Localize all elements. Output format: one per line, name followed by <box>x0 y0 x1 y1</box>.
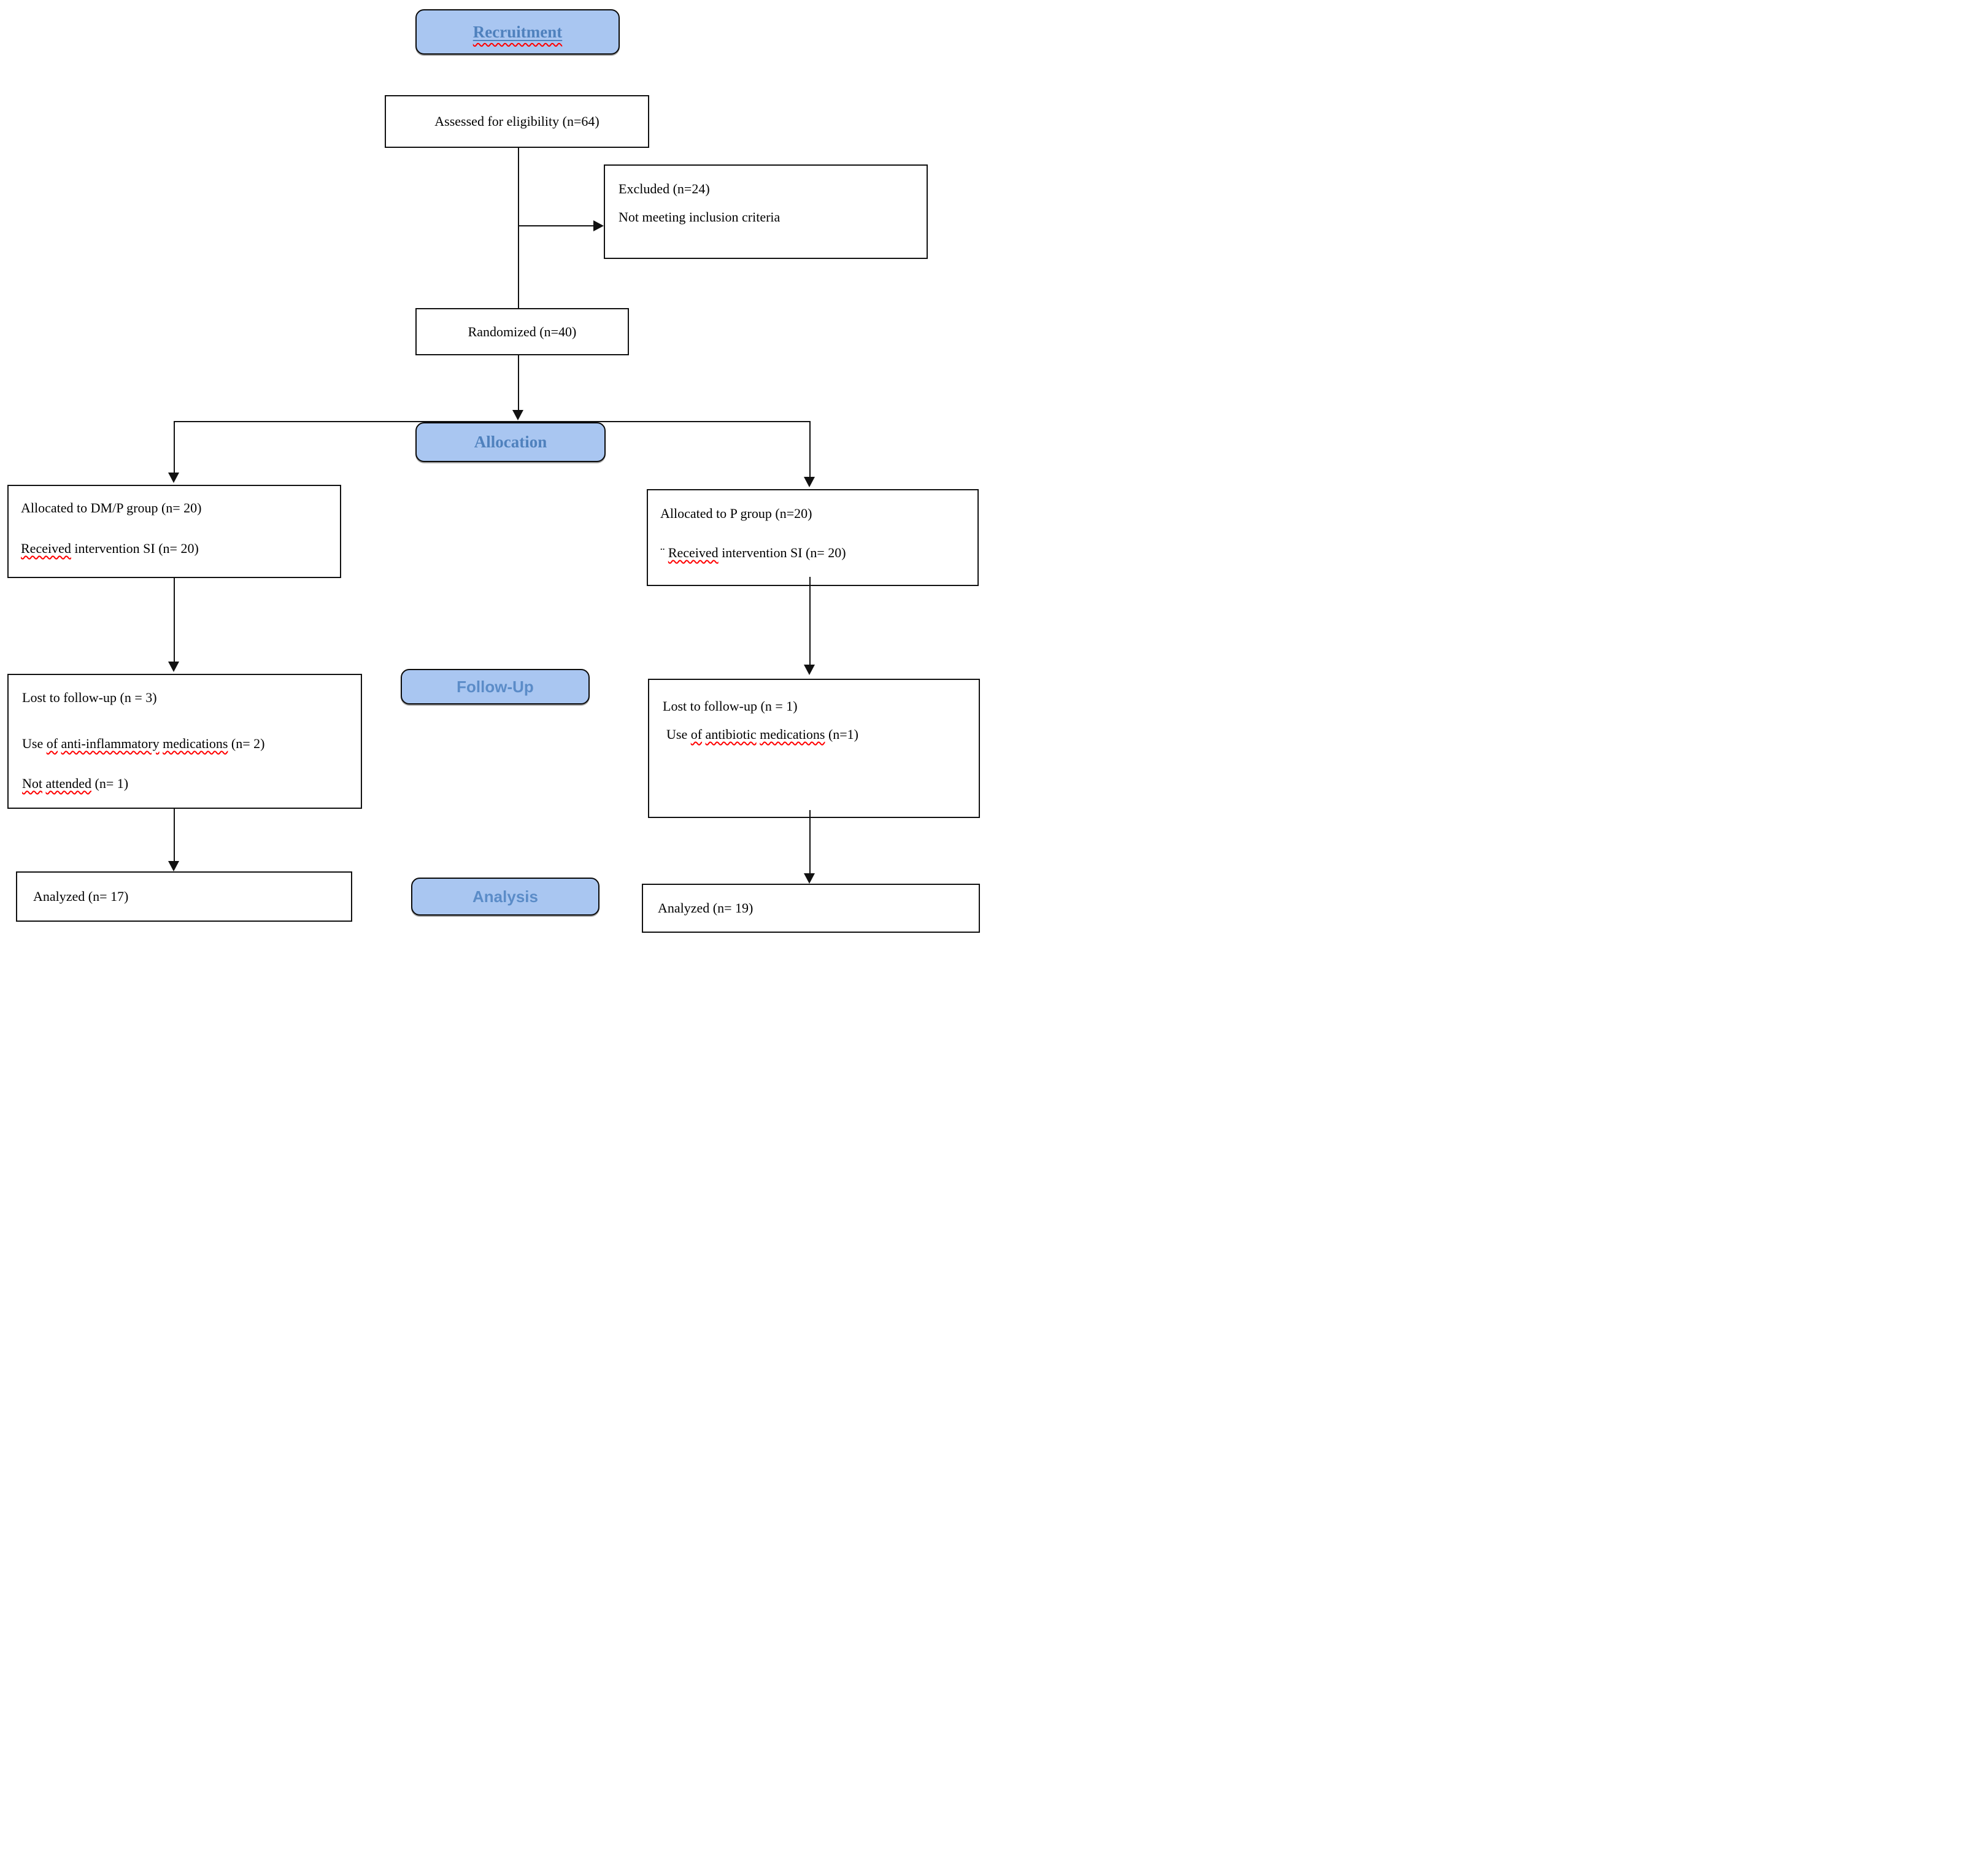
stage-title-analysis: Analysis <box>472 887 538 906</box>
arrowhead-dmp-group-icon <box>168 473 179 483</box>
arrowhead-analyzed-p-icon <box>804 873 815 884</box>
assessed-eligibility-text: Assessed for eligibility (n=64) <box>434 114 599 129</box>
connector-to-excluded <box>518 225 593 226</box>
stage-header-allocation: Allocation <box>415 422 606 462</box>
misspelled-word: medications <box>760 727 825 742</box>
misspelled-word: Not <box>22 776 42 791</box>
anti-inflammatory-count: (n= 2) <box>231 736 265 751</box>
excluded-count-text: Excluded (n=24) <box>619 181 710 196</box>
connector-p-to-followup <box>809 577 811 665</box>
not-attended-text: Not attended (n= 1) <box>22 775 361 792</box>
connector-assessed-to-randomized <box>518 148 519 308</box>
stage-header-analysis: Analysis <box>411 878 599 916</box>
connector-followup-to-analyzed-dmp <box>174 809 175 862</box>
lost-followup-p-text: Lost to follow-up (n = 1) <box>663 698 798 714</box>
received-intervention-dmp-rest: intervention SI (n= 20) <box>74 541 199 556</box>
misspelled-word: antibiotic <box>705 727 757 742</box>
stage-header-recruitment: Recruitment <box>415 9 620 55</box>
arrowhead-excluded-icon <box>593 220 604 231</box>
allocated-dmp-text: Allocated to DM/P group (n= 20) <box>21 500 202 515</box>
consort-flow-diagram: Recruitment Allocation Follow-Up Analysi… <box>0 0 983 938</box>
analyzed-dmp-text: Analyzed (n= 17) <box>33 889 129 904</box>
not-attended-count: (n= 1) <box>94 776 129 791</box>
misspelled-word: of <box>46 736 58 751</box>
misspelled-word: attended <box>45 776 92 791</box>
received-intervention-p-rest: intervention SI (n= 20) <box>722 545 846 560</box>
misspelled-word: Received <box>668 545 719 560</box>
allocated-p-group-box: Allocated to P group (n=20) ¨ Received i… <box>647 489 979 586</box>
diaeresis-mark: ¨ <box>660 545 665 560</box>
antibiotic-medications-text: Use of antibiotic medications (n=1) <box>666 726 979 743</box>
lost-followup-dmp-text: Lost to follow-up (n = 3) <box>22 690 157 705</box>
allocated-dmp-group-box: Allocated to DM/P group (n= 20) Received… <box>7 485 341 578</box>
allocated-p-text: Allocated to P group (n=20) <box>660 506 812 521</box>
misspelled-word: Received <box>21 541 71 556</box>
antibiotic-count: (n=1) <box>828 727 859 742</box>
stage-title-recruitment: Recruitment <box>472 22 563 41</box>
arrowhead-followup-dmp-icon <box>168 662 179 672</box>
randomized-text: Randomized (n=40) <box>468 323 577 339</box>
randomized-box: Randomized (n=40) <box>415 308 629 355</box>
connector-randomized-to-allocation <box>518 355 519 411</box>
lost-followup-p-box: Lost to follow-up (n = 1) Use of antibio… <box>648 679 980 818</box>
arrowhead-analyzed-dmp-icon <box>168 861 179 871</box>
excluded-box: Excluded (n=24) Not meeting inclusion cr… <box>604 164 928 259</box>
connector-branch-to-p-group <box>809 421 811 477</box>
assessed-eligibility-box: Assessed for eligibility (n=64) <box>385 95 649 148</box>
stage-title-allocation: Allocation <box>474 433 547 451</box>
connector-followup-to-analyzed-p <box>809 810 811 874</box>
analyzed-p-box: Analyzed (n= 19) <box>642 884 980 933</box>
misspelled-word: anti-inflammatory <box>61 736 160 751</box>
stage-header-follow-up: Follow-Up <box>401 669 590 704</box>
branch-horizontal-line <box>174 421 811 422</box>
received-intervention-p-text: ¨ Received intervention SI (n= 20) <box>660 544 977 562</box>
recruitment-underline-squiggle: Recruitment <box>473 23 562 42</box>
connector-branch-to-dmp-group <box>174 421 175 474</box>
use-word: Use <box>666 727 688 742</box>
misspelled-word: of <box>690 727 703 742</box>
stage-title-follow-up: Follow-Up <box>457 677 534 696</box>
excluded-reason-text: Not meeting inclusion criteria <box>619 209 781 225</box>
connector-dmp-to-followup <box>174 578 175 662</box>
anti-inflammatory-medications-text: Use of anti-inflammatory medications (n=… <box>22 735 361 752</box>
analyzed-p-text: Analyzed (n= 19) <box>658 900 754 916</box>
arrowhead-followup-p-icon <box>804 665 815 675</box>
misspelled-word: medications <box>163 736 228 751</box>
received-intervention-dmp-text: Received intervention SI (n= 20) <box>21 540 340 557</box>
lost-followup-dmp-box: Lost to follow-up (n = 3) Use of anti-in… <box>7 674 362 809</box>
analyzed-dmp-box: Analyzed (n= 17) <box>16 871 352 922</box>
arrowhead-p-group-icon <box>804 477 815 487</box>
arrowhead-allocation-icon <box>512 410 523 420</box>
use-word: Use <box>22 736 44 751</box>
